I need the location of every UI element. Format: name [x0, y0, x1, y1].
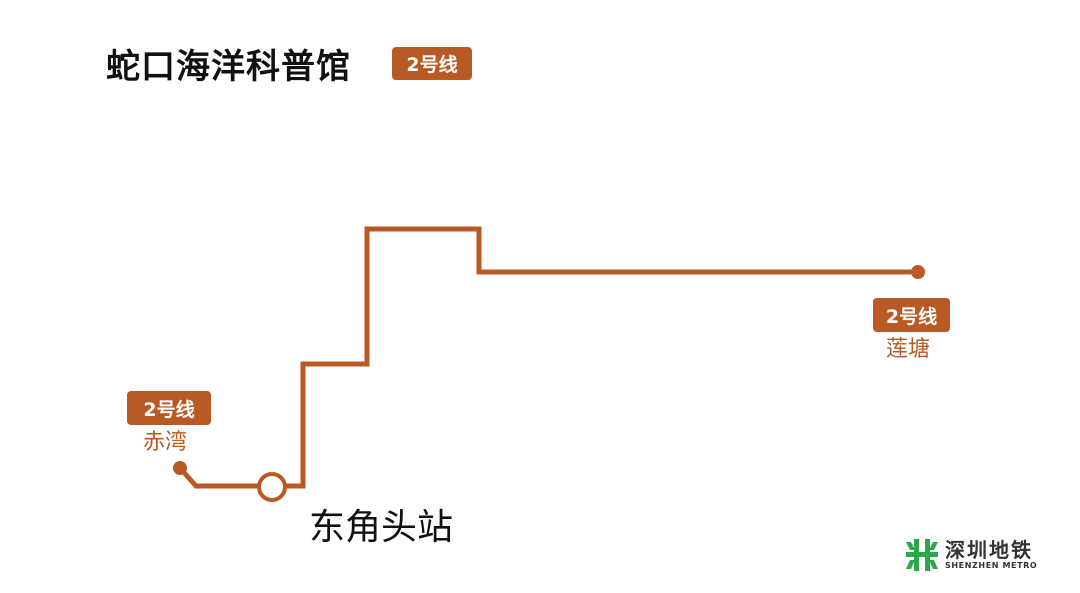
line-badge: 2号线 — [392, 47, 472, 80]
terminus-dot-chiwan — [173, 461, 187, 475]
station-label-liantang: 莲塘 — [886, 337, 931, 362]
logo-text-en: SHENZHEN METRO — [945, 561, 1038, 570]
current-station-label: 东角头站 — [309, 507, 454, 548]
page-title: 蛇口海洋科普馆 — [106, 47, 351, 87]
shenzhen-metro-logo: 深圳地铁 SHENZHEN METRO — [905, 538, 1037, 572]
line-badge-chiwan: 2号线 — [127, 391, 211, 425]
logo-text-cn: 深圳地铁 — [945, 538, 1033, 562]
metro-logo-icon — [906, 539, 938, 571]
current-station-marker — [257, 472, 287, 502]
line-badge-liantang: 2号线 — [873, 298, 950, 332]
terminus-dot-liantang — [911, 265, 925, 279]
station-label-chiwan: 赤湾 — [143, 430, 188, 455]
line-2-route — [178, 226, 918, 489]
